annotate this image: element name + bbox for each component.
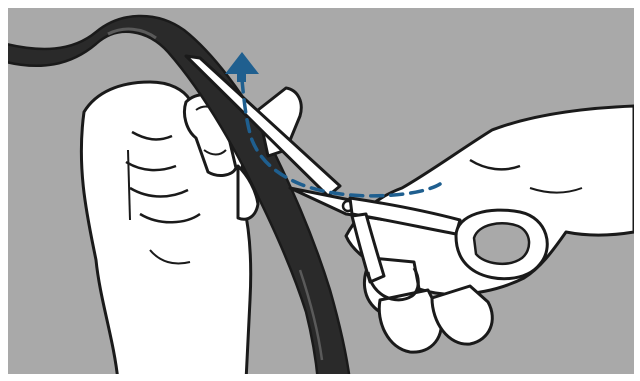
cable-cutting-illustration	[0, 0, 640, 381]
illustration-frame	[0, 0, 640, 381]
